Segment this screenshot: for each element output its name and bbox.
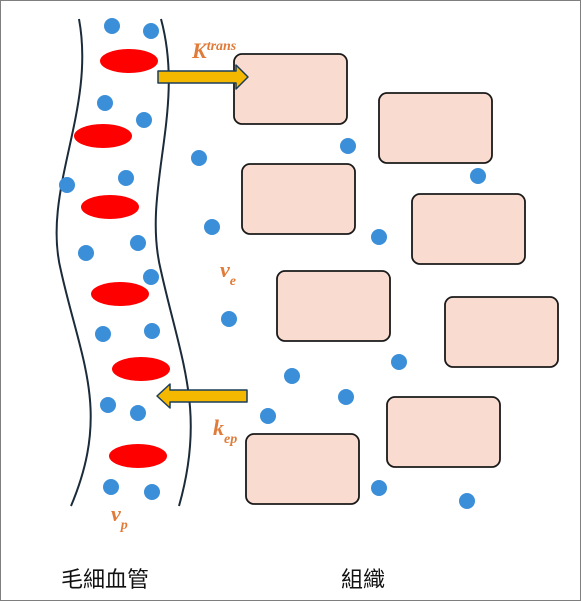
contrast-dot <box>284 368 300 384</box>
red-blood-cell <box>74 124 132 148</box>
contrast-dot <box>144 484 160 500</box>
contrast-dot <box>459 493 475 509</box>
red-blood-cell <box>81 195 139 219</box>
contrast-dot <box>340 138 356 154</box>
contrast-dot <box>104 18 120 34</box>
contrast-dots <box>59 18 486 509</box>
tissue-cell <box>233 53 348 125</box>
red-blood-cell <box>100 49 158 73</box>
capillary-caption: 毛細血管 <box>61 568 149 593</box>
ktrans-label: Ktrans <box>191 38 237 63</box>
tissue-cell <box>378 92 493 164</box>
contrast-dot <box>130 235 146 251</box>
contrast-dot <box>191 150 207 166</box>
contrast-dot <box>136 112 152 128</box>
contrast-dot <box>143 269 159 285</box>
contrast-dot <box>103 479 119 495</box>
contrast-dot <box>204 219 220 235</box>
contrast-dot <box>221 311 237 327</box>
contrast-dot <box>143 23 159 39</box>
ve-label: ve <box>220 257 236 289</box>
tissue-cells <box>233 53 559 505</box>
ktrans-arrow <box>157 64 249 90</box>
contrast-dot <box>391 354 407 370</box>
contrast-dot <box>371 480 387 496</box>
contrast-dot <box>97 95 113 111</box>
contrast-dot <box>338 389 354 405</box>
red-blood-cell <box>109 444 167 468</box>
vp-label: vp <box>111 501 128 533</box>
red-blood-cell <box>112 357 170 381</box>
tissue-cell <box>444 296 559 368</box>
tissue-cell <box>241 163 356 235</box>
tissue-cell <box>245 433 360 505</box>
red-blood-cell <box>91 282 149 306</box>
contrast-dot <box>470 168 486 184</box>
vessel-left-wall <box>55 18 92 507</box>
contrast-dot <box>118 170 134 186</box>
tissue-cell <box>411 193 526 265</box>
contrast-dot <box>371 229 387 245</box>
tissue-caption: 組織 <box>341 568 385 593</box>
vessel-right-wall <box>154 18 192 507</box>
kep-arrow <box>156 383 248 409</box>
red-blood-cells <box>74 49 170 468</box>
contrast-dot <box>100 397 116 413</box>
contrast-dot <box>130 405 146 421</box>
contrast-dot <box>78 245 94 261</box>
tissue-cell <box>386 396 501 468</box>
contrast-dot <box>144 323 160 339</box>
contrast-dot <box>59 177 75 193</box>
contrast-dot <box>260 408 276 424</box>
kep-label: kep <box>213 415 237 447</box>
tissue-cell <box>276 270 391 342</box>
contrast-dot <box>95 326 111 342</box>
